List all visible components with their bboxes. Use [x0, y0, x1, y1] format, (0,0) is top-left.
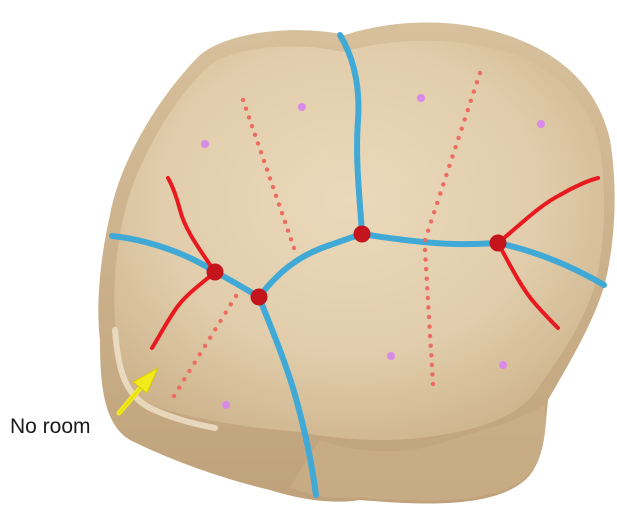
ridge-dot [425, 277, 429, 281]
ridge-dot [426, 296, 430, 300]
ridge-dot [456, 136, 460, 140]
pit-marker [251, 289, 268, 306]
ridge-dot [429, 344, 433, 348]
cusp-tip-dot [499, 361, 507, 369]
ridge-dot [265, 167, 269, 171]
ridge-dot [423, 248, 427, 252]
ridge-dot [472, 89, 476, 93]
ridge-dot [213, 327, 217, 331]
cusp-tip-dot [222, 401, 230, 409]
ridge-dot [423, 257, 427, 261]
ridge-dot [429, 353, 433, 357]
cusp-tip-dot [298, 103, 306, 111]
ridge-dot [203, 344, 207, 348]
ridge-dot [432, 210, 436, 214]
cusp-tip-dot [201, 140, 209, 148]
cusp-tip-dot [417, 94, 425, 102]
ridge-dot [424, 267, 428, 271]
ridge-dot [441, 182, 445, 186]
ridge-dot [427, 324, 431, 328]
cusp-tip-dot [537, 120, 545, 128]
ridge-dot [289, 237, 293, 241]
ridge-dot [463, 117, 467, 121]
ridge-dot [428, 334, 432, 338]
ridge-dot [182, 377, 186, 381]
ridge-dot [430, 372, 434, 376]
no-room-label: No room [10, 415, 91, 439]
ridge-dot [475, 80, 479, 84]
ridge-dot [256, 141, 260, 145]
ridge-dot [438, 191, 442, 195]
ridge-dot [218, 319, 222, 323]
ridge-dot [250, 124, 254, 128]
ridge-dot [244, 107, 248, 111]
ridge-dot [172, 394, 176, 398]
ridge-dot [429, 219, 433, 223]
ridge-dot [460, 127, 464, 131]
ridge-dot [262, 159, 266, 163]
ridge-dot [229, 302, 233, 306]
ridge-dot [208, 336, 212, 340]
ridge-dot [469, 99, 473, 103]
ridge-dot [253, 133, 257, 137]
ridge-dot [447, 164, 451, 168]
ridge-dot [466, 108, 470, 112]
ridge-dot [241, 98, 245, 102]
ridge-dot [259, 150, 263, 154]
pit-marker [490, 235, 507, 252]
ridge-dot [247, 115, 251, 119]
pit-marker [207, 264, 224, 281]
ridge-dot [234, 294, 238, 298]
ridge-dot [286, 228, 290, 232]
ridge-dot [274, 194, 278, 198]
ridge-dot [435, 201, 439, 205]
ridge-dot [292, 246, 296, 250]
ridge-dot [280, 211, 284, 215]
ridge-dot [444, 173, 448, 177]
ridge-dot [427, 315, 431, 319]
ridge-dot [426, 229, 430, 233]
ridge-dot [271, 185, 275, 189]
ridge-dot [423, 238, 427, 242]
ridge-dot [193, 361, 197, 365]
ridge-dot [224, 311, 228, 315]
ridge-dot [177, 386, 181, 390]
ridge-dot [283, 220, 287, 224]
pit-marker [354, 226, 371, 243]
ridge-dot [431, 382, 435, 386]
ridge-dot [426, 305, 430, 309]
ridge-dot [187, 369, 191, 373]
ridge-dot [198, 352, 202, 356]
ridge-dot [268, 176, 272, 180]
ridge-dot [450, 154, 454, 158]
ridge-dot [453, 145, 457, 149]
ridge-dot [277, 202, 281, 206]
ridge-dot [478, 71, 482, 75]
cusp-tip-dot [387, 352, 395, 360]
ridge-dot [430, 363, 434, 367]
ridge-dot [425, 286, 429, 290]
